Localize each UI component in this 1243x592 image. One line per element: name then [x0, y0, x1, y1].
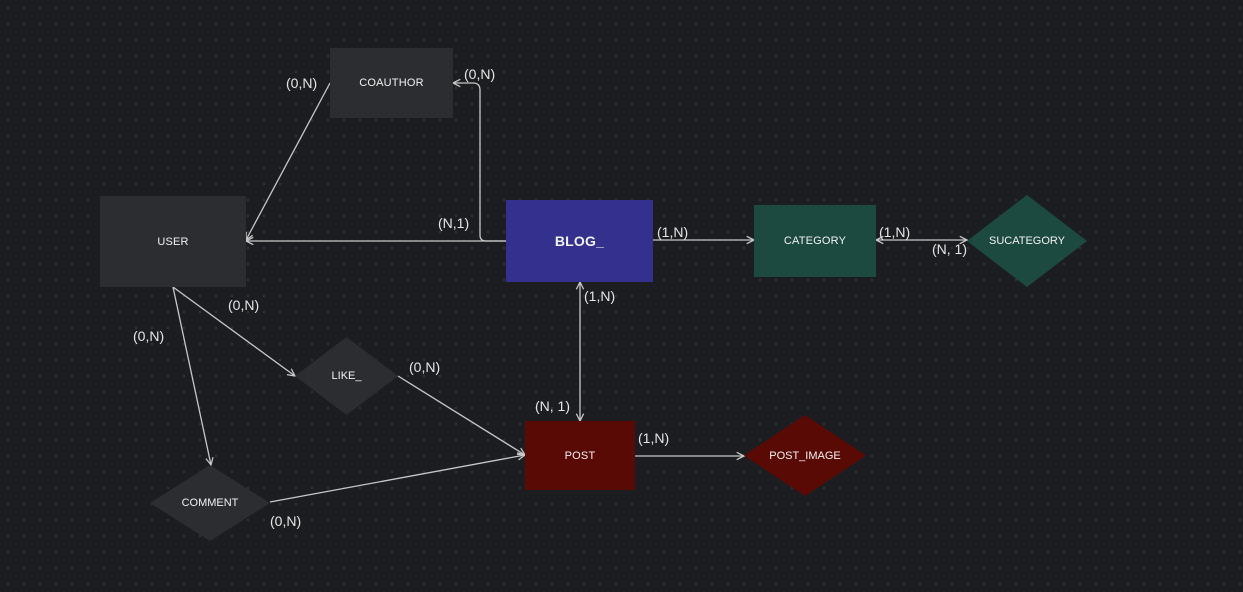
edge-like-post[interactable]	[397, 375, 525, 455]
edge-user-comment[interactable]	[172, 286, 211, 465]
relation-sucategory[interactable]: SUCATEGORY	[967, 195, 1087, 287]
cardinality-post-post-image: (1,N)	[638, 430, 670, 446]
entity-user-label: USER	[157, 235, 189, 248]
cardinality-coauthor-user: (0,N)	[286, 75, 318, 91]
relation-post-image-label: POST_IMAGE	[769, 449, 841, 462]
entity-category[interactable]: CATEGORY	[754, 205, 876, 277]
edge-user-like[interactable]	[172, 286, 295, 376]
entity-post-label: POST	[564, 449, 596, 462]
entity-user[interactable]: USER	[100, 196, 246, 287]
relation-comment-label: COMMENT	[181, 497, 239, 509]
entity-post[interactable]: POST	[525, 421, 635, 490]
relation-like-label: LIKE_	[331, 370, 362, 382]
entity-coauthor-label: COAUTHOR	[359, 77, 424, 89]
cardinality-user-comment: (0,N)	[133, 328, 165, 344]
cardinality-comment-post: (0,N)	[270, 513, 302, 529]
relation-sucategory-label: SUCATEGORY	[989, 235, 1065, 247]
cardinality-blog-post: (1,N)	[584, 288, 616, 304]
cardinality-blog-user: (N,1)	[438, 215, 470, 231]
cardinality-user-like: (0,N)	[228, 297, 260, 313]
cardinality-blog-coauthor: (0,N)	[464, 66, 496, 82]
relation-comment[interactable]: COMMENT	[150, 465, 270, 541]
cardinality-blog-category: (1,N)	[657, 224, 689, 240]
cardinality-sucategory-category: (N, 1)	[932, 241, 967, 257]
entity-blog-label: BLOG_	[554, 233, 605, 249]
edge-comment-post[interactable]	[269, 455, 525, 503]
entity-category-label: CATEGORY	[783, 235, 847, 247]
relation-like[interactable]: LIKE_	[295, 337, 398, 415]
entity-blog[interactable]: BLOG_	[506, 200, 653, 282]
entity-coauthor[interactable]: COAUTHOR	[330, 48, 453, 118]
relation-post-image[interactable]: POST_IMAGE	[744, 415, 866, 496]
edge-coauthor-user[interactable]	[246, 82, 331, 240]
cardinality-post-blog: (N, 1)	[535, 398, 570, 414]
cardinality-like-post: (0,N)	[409, 359, 441, 375]
edge-blog-coauthor[interactable]	[453, 83, 506, 242]
cardinality-category-sucategory: (1,N)	[879, 224, 911, 240]
